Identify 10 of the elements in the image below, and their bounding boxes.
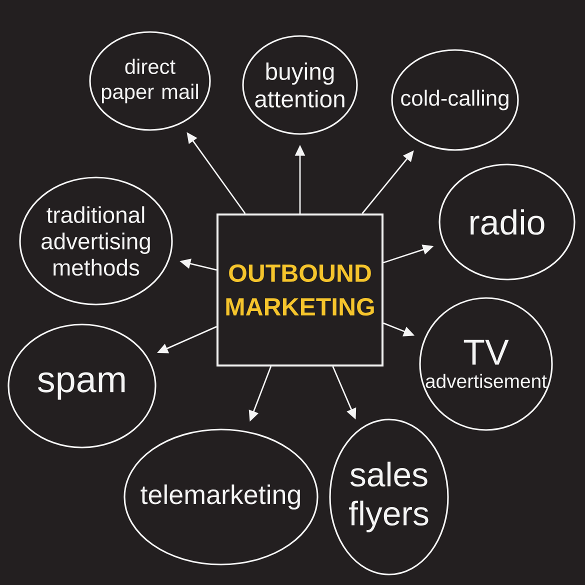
- bubble: telemarketing: [124, 428, 318, 566]
- topic-box: OUTBOUND MARKETING: [216, 214, 384, 366]
- bubble: TV advertisement: [419, 297, 553, 431]
- bubble: buying attention: [242, 35, 358, 135]
- bubble: traditional advertising methods: [19, 176, 173, 306]
- bubble: direct paper mail: [89, 31, 211, 131]
- bubble: cold-calling: [391, 49, 519, 151]
- bubble: spam: [8, 324, 156, 448]
- bubble: radio: [438, 164, 576, 280]
- bubble: sales flyers: [329, 418, 449, 576]
